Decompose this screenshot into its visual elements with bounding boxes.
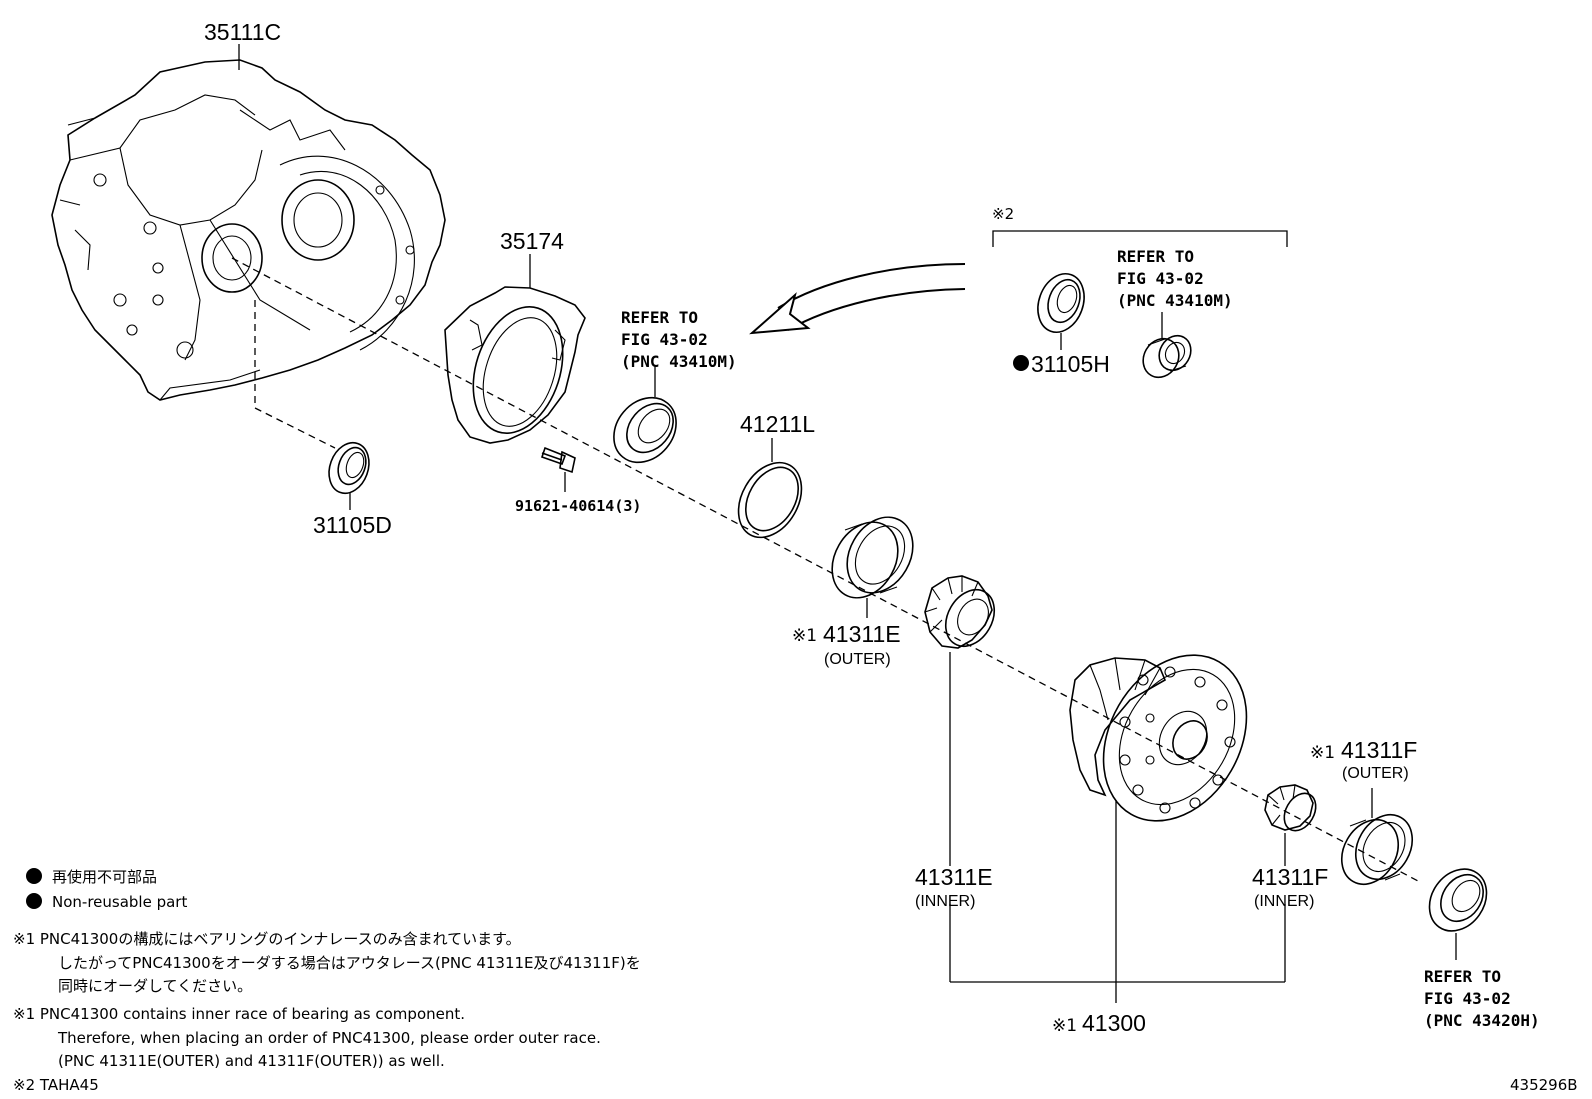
note-jp-3: 同時にオーダしてください。	[58, 977, 252, 995]
label-41311F-outer[interactable]: 41311F	[1341, 737, 1417, 763]
legend-dot-jp	[26, 868, 42, 884]
note-en-2: Therefore, when placing an order of PNC4…	[57, 1029, 601, 1047]
assembly-axis-line	[231, 257, 1421, 883]
label-41211L[interactable]: 41211L	[740, 411, 815, 437]
label-35174[interactable]: 35174	[500, 228, 564, 254]
curved-arrow	[749, 263, 966, 335]
label-31105H[interactable]: 31105H	[1031, 351, 1110, 377]
shim-41211L[interactable]	[726, 451, 814, 548]
svg-text:FIG 43-02: FIG 43-02	[1117, 269, 1204, 288]
outer-race-41311E[interactable]	[819, 505, 926, 609]
sub-41311E-inner: (INNER)	[915, 893, 975, 910]
seal-axis-line	[254, 300, 336, 449]
svg-text:(PNC 43410M): (PNC 43410M)	[1117, 291, 1233, 310]
notes: ※1 PNC41300の構成にはベアリングのインナレースのみ含まれています。 し…	[13, 930, 641, 1094]
note-jp-2: したがってPNC41300をオーダする場合はアウタレース(PNC 41311E及…	[58, 954, 641, 972]
label-41311E-outer[interactable]: 41311E	[823, 621, 901, 647]
svg-text:REFER TO: REFER TO	[1424, 967, 1501, 986]
refer-note-bottom: REFER TO FIG 43-02 (PNC 43420H)	[1424, 967, 1540, 1030]
svg-text:FIG 43-02: FIG 43-02	[621, 330, 708, 349]
note-2: ※2 TAHA45	[13, 1076, 99, 1094]
refer-note-right-top: REFER TO FIG 43-02 (PNC 43410M)	[1117, 247, 1233, 310]
cover-35174[interactable]	[444, 286, 586, 445]
prefix-41311E-outer: ※1	[792, 626, 817, 646]
label-41311F-inner[interactable]: 41311F	[1252, 864, 1328, 890]
note-en-1: ※1 PNC41300 contains inner race of beari…	[13, 1005, 465, 1023]
note-jp-1: ※1 PNC41300の構成にはベアリングのインナレースのみ含まれています。	[13, 930, 521, 948]
bracket-41300	[949, 652, 1286, 1003]
note-en-3: (PNC 41311E(OUTER) and 41311F(OUTER)) as…	[58, 1052, 445, 1070]
bolt-91621-40614[interactable]	[540, 446, 576, 474]
sub-41311F-outer: (OUTER)	[1342, 765, 1409, 782]
non-reusable-dot-31105H	[1013, 355, 1029, 371]
legend-jp: 再使用不可部品	[52, 868, 157, 886]
svg-text:FIG 43-02: FIG 43-02	[1424, 989, 1511, 1008]
inner-bearing-41311F[interactable]	[1264, 784, 1322, 836]
svg-text:REFER TO: REFER TO	[1117, 247, 1194, 266]
prefix-41300: ※1	[1052, 1016, 1077, 1036]
prefix-41311F-outer: ※1	[1310, 743, 1335, 763]
label-31105D[interactable]: 31105D	[313, 512, 392, 538]
svg-text:(PNC 43420H): (PNC 43420H)	[1424, 1011, 1540, 1030]
label-41300[interactable]: 41300	[1082, 1010, 1146, 1036]
oil-seal-31105H[interactable]	[1030, 267, 1092, 338]
legend-dot-en	[26, 893, 42, 909]
sub-41311F-inner: (INNER)	[1254, 893, 1314, 910]
inner-bearing-41311E[interactable]	[924, 575, 1004, 655]
label-35111C[interactable]: 35111C	[204, 19, 281, 45]
refer-note-left: REFER TO FIG 43-02 (PNC 43410M)	[621, 308, 737, 371]
label-41311E-inner[interactable]: 41311E	[915, 864, 993, 890]
group-bracket	[992, 230, 1288, 247]
oil-seal-31105D[interactable]	[322, 437, 375, 499]
transmission-case-35111C[interactable]	[51, 59, 446, 401]
oil-seal-refer-43420H[interactable]	[1418, 858, 1498, 942]
group-mark-2: ※2	[992, 205, 1014, 223]
svg-text:REFER TO: REFER TO	[621, 308, 698, 327]
legend: 再使用不可部品 Non-reusable part	[26, 868, 187, 911]
svg-text:(PNC 43410M): (PNC 43410M)	[621, 352, 737, 371]
bearing-refer-43410M[interactable]	[1136, 330, 1197, 384]
sub-41311E-outer: (OUTER)	[824, 651, 891, 668]
legend-en: Non-reusable part	[52, 893, 187, 911]
oil-seal-refer-43410M[interactable]	[601, 385, 689, 475]
differential-case-41300[interactable]	[1069, 629, 1275, 846]
label-91621-40614[interactable]: 91621-40614(3)	[515, 497, 641, 515]
outer-race-41311F[interactable]	[1330, 805, 1423, 895]
figure-id: 435296B	[1510, 1076, 1578, 1094]
